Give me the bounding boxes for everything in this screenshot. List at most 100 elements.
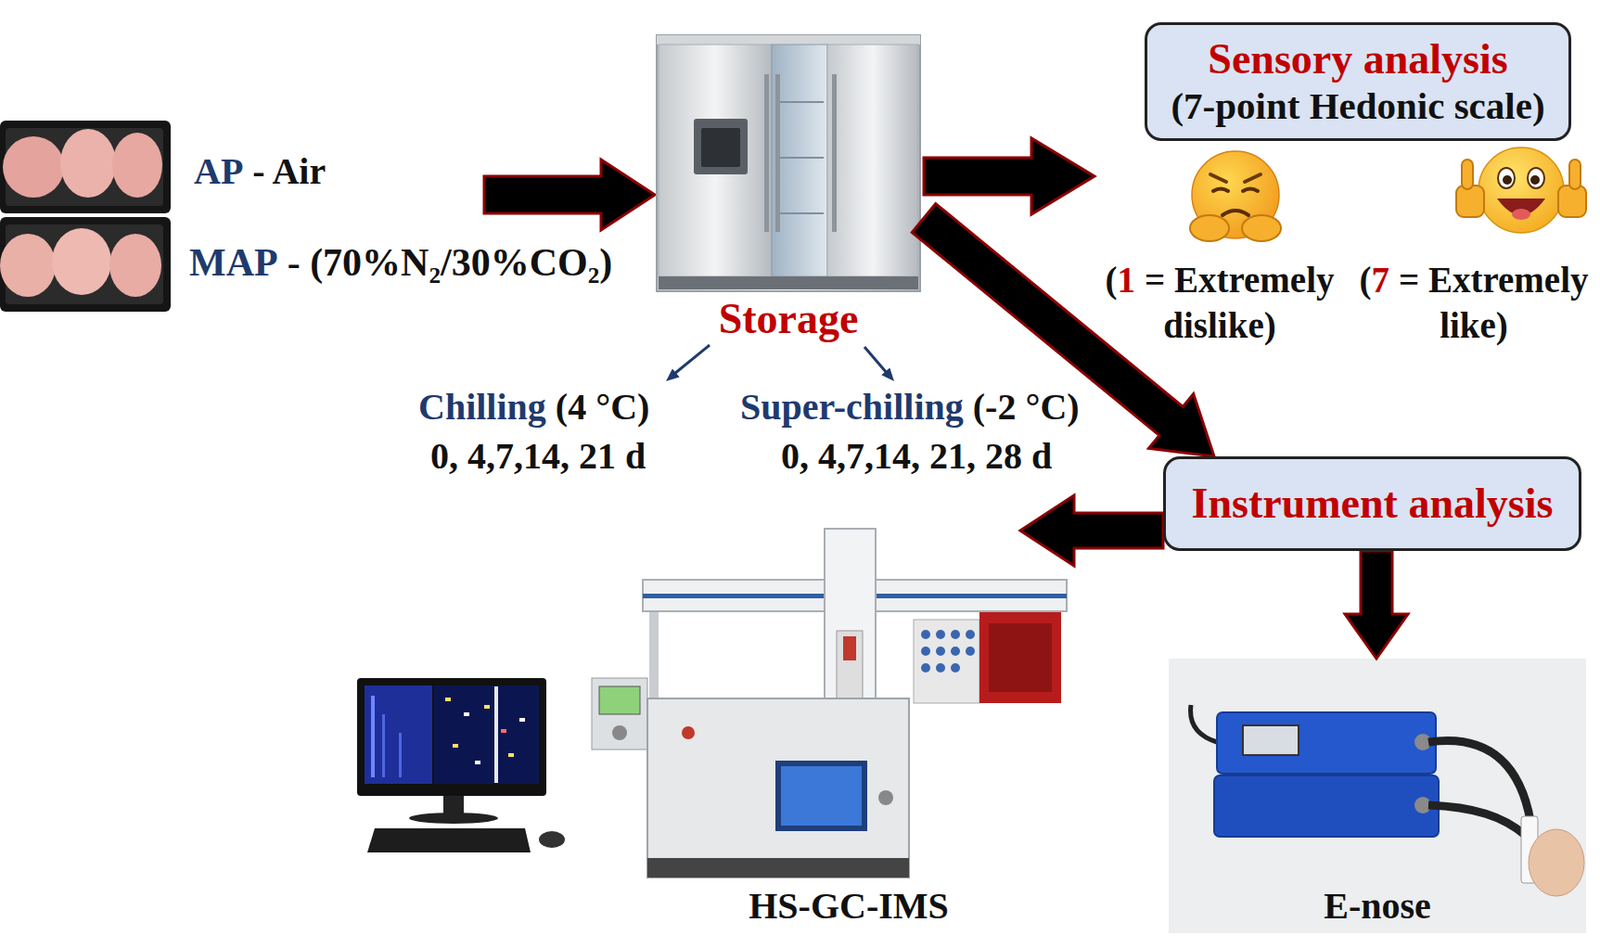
instrument-caption: HS-GC-IMS [748,884,949,928]
screen-trace [371,695,375,778]
emoji-pupil [1530,175,1540,185]
monitor-stand [443,795,464,815]
instrument-knob [878,790,894,806]
process-box: Instrument analysis [1163,456,1582,551]
shelf [775,156,824,159]
storage-mode: Chilling [418,385,547,428]
handle [764,74,769,232]
fridge-vent [658,276,919,290]
tray [0,120,171,214]
gc-ims-instrument [591,528,1067,878]
hand [1528,829,1585,896]
sample-tube [1428,805,1525,835]
emoji-brow [1244,174,1261,182]
scale-bracket: ( [1104,259,1117,300]
emoji-fist [1558,185,1587,218]
screen-plot [364,685,433,784]
scale-bracket: ( [1358,259,1371,300]
package-code: AP [193,150,244,192]
vial [950,663,960,673]
instrument-panel: E-nose [1168,658,1587,934]
meat-photo [0,120,171,312]
emoji-thumb [1461,159,1473,190]
screen-marker [494,686,499,783]
block-arrow [1344,550,1408,659]
sensory-group: Sensory analysis(7-point Hedonic scale) [1094,18,1600,355]
box-heading: Instrument analysis [1191,479,1554,529]
e-nose-photo [1168,658,1587,934]
emoji-hand [1241,215,1281,242]
dispenser-slot [701,128,741,167]
controller [591,678,648,750]
instrument-display [780,766,862,826]
computer [357,678,565,853]
meat-piece [2,136,64,198]
vial [950,646,960,656]
leader-line [674,345,710,374]
emoji-face [1478,147,1564,233]
controller-knob [612,725,628,741]
emoji-hand [1190,215,1229,242]
vial [921,629,931,640]
screen-trace [398,732,402,778]
vial [965,629,975,640]
meat-piece [0,233,56,297]
box-heading: Sensory analysis [1207,35,1508,85]
instrument-panel: HS-GC-IMS [352,519,1021,930]
label-line: Chilling(4 °C) [418,385,650,429]
keyboard [367,828,531,853]
emoji-thumb [1569,159,1581,190]
screen-trace [382,714,385,778]
scale-value: 1 [1116,259,1136,300]
screen-dot [474,760,481,765]
dislike-emoji [1190,151,1281,242]
package-gas: - Air [252,150,326,192]
fridge-door [827,44,919,277]
refrigerator [656,35,921,292]
emoji-mouth [1222,210,1249,216]
label-line: (1= Extremely dislike) [1096,257,1344,349]
label-line: (7= Extremely like) [1352,257,1596,349]
shelf [775,212,824,215]
vial [935,646,946,656]
syringe-light [843,636,857,661]
sampling-days: 0, 4,7,14, 21, 28 d [780,435,1052,477]
vial [935,629,946,640]
vial [965,646,975,656]
emoji-eye [1213,189,1229,192]
incubator-face [988,623,1052,692]
temperature: (4 °C) [555,385,651,428]
emoji-brow [1210,174,1227,182]
handle [832,74,837,232]
mouse [538,831,565,848]
instrument-caption: E-nose [1323,884,1432,928]
box-subtitle: (7-point Hedonic scale) [1170,84,1545,128]
temperature: (-2 °C) [972,385,1080,428]
emoji-eye [1242,189,1258,192]
handle [775,74,781,232]
scale-meaning: = Extremely like) [1398,259,1589,346]
meat-piece [60,128,116,198]
screen-dot [519,717,525,722]
monitor-base [409,812,499,824]
emoji-fist [1456,185,1485,218]
photo-ground [1168,658,1587,934]
label-line: AP- Air [193,150,326,193]
instrument-base [647,857,909,878]
vial [935,663,946,673]
power-cable [1190,704,1217,743]
vial [950,629,960,640]
block-arrow [1020,495,1164,566]
storage-title: Storage [718,294,859,345]
label-line: Super-chilling(-2 °C) [740,385,1080,429]
emoji-eye [1527,167,1545,189]
label-line: 0, 4,7,14, 21 d [430,435,646,478]
screen-dot [484,704,490,709]
fridge-body [656,35,921,292]
block-arrow [923,138,1095,215]
screen-dot [452,743,459,748]
incubator [979,612,1062,704]
emoji-eye [1497,167,1515,189]
block-arrow [484,159,655,231]
